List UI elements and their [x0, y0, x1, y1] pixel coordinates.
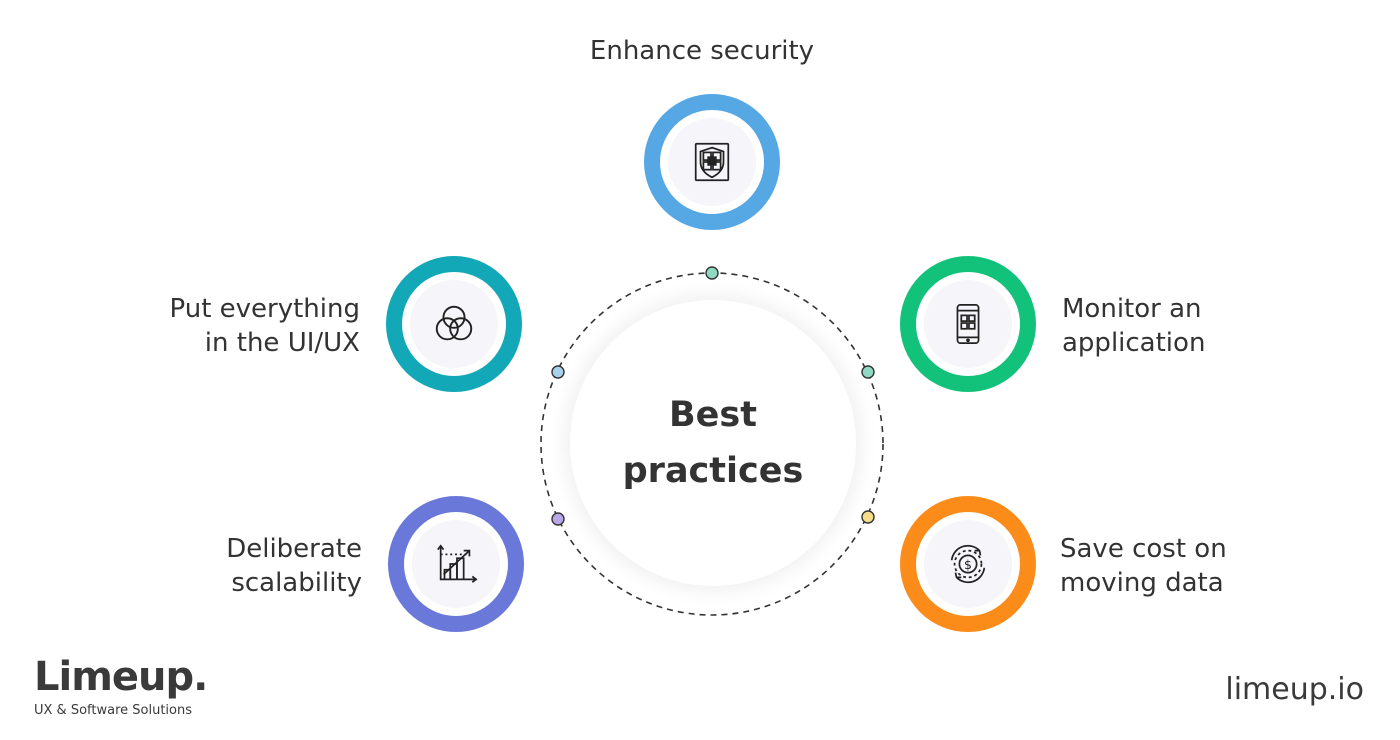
node-monitor-application[interactable] — [900, 256, 1036, 392]
node-deliberate-scalability[interactable] — [388, 496, 524, 632]
label-enhance-security: Enhance security — [589, 36, 815, 66]
connector-dot-left-lower — [551, 512, 565, 526]
center-hub: Best practices — [570, 300, 856, 586]
svg-text:$: $ — [964, 557, 972, 572]
brand-logo[interactable]: Limeup. UX & Software Solutions — [34, 654, 208, 720]
center-title: Best practices — [622, 395, 804, 491]
connector-dot-right-lower — [861, 510, 875, 524]
connector-dot-left-upper — [551, 365, 565, 379]
logo-wordmark: Limeup. — [34, 654, 208, 700]
cost-cycle-icon: $ — [950, 544, 986, 584]
node-ui-ux[interactable] — [386, 256, 522, 392]
smartphone-apps-icon — [956, 303, 980, 345]
label-ui-ux: Put everything in the UI/UX — [169, 294, 361, 358]
node-enhance-security[interactable] — [644, 94, 780, 230]
shield-lock-icon — [694, 142, 730, 182]
growth-chart-icon — [437, 544, 478, 583]
label-save-cost: Save cost on moving data — [1060, 534, 1227, 598]
logo-tagline: UX & Software Solutions — [34, 703, 192, 718]
node-save-cost[interactable]: $ — [900, 496, 1036, 632]
label-deliberate-scalability: Deliberate scalability — [226, 534, 362, 598]
connector-dot-top — [705, 266, 719, 280]
venn-circles-icon — [435, 305, 473, 341]
label-monitor-application: Monitor an application — [1062, 294, 1206, 358]
site-link[interactable]: limeup.io — [1225, 672, 1364, 707]
connector-dot-right-upper — [861, 365, 875, 379]
